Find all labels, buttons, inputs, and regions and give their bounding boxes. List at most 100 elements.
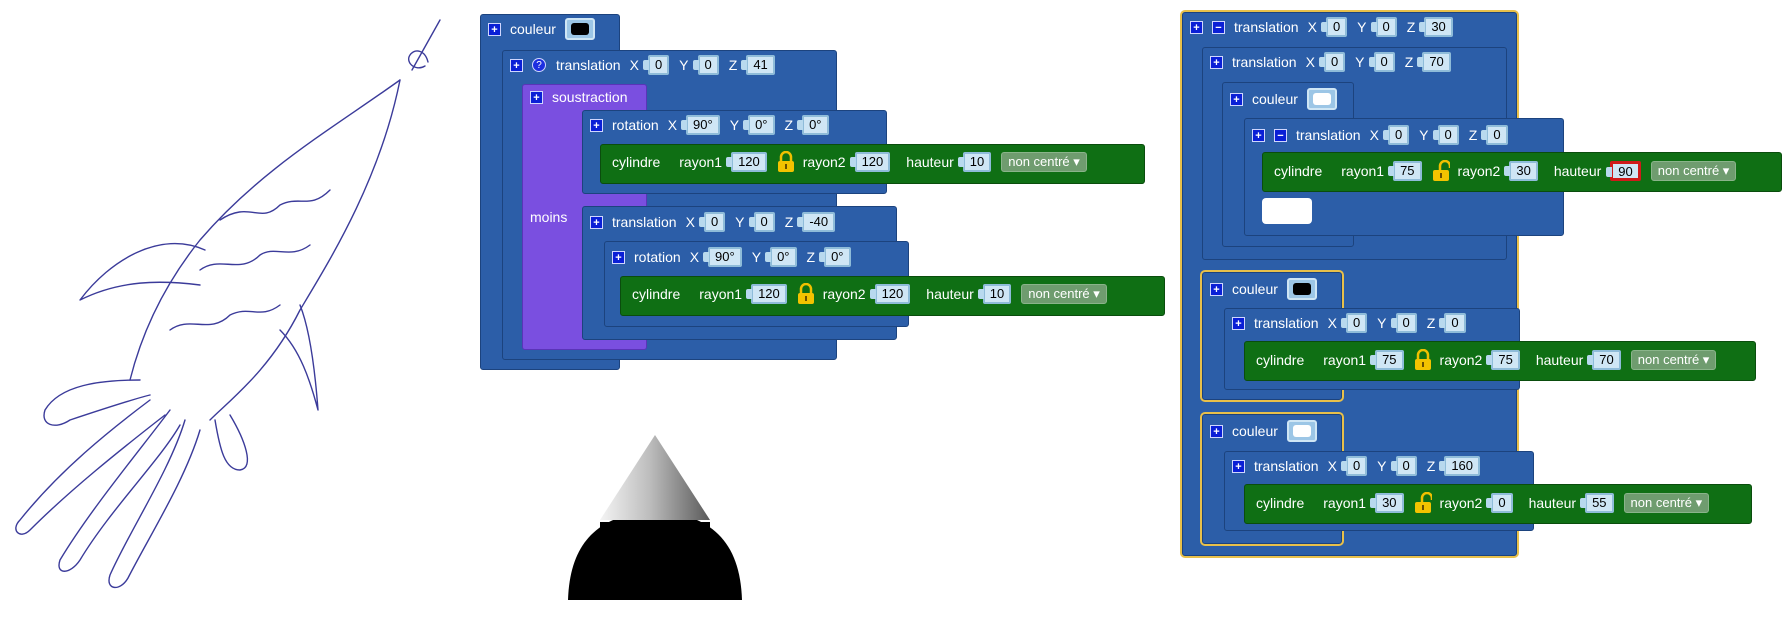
collapse-icon[interactable]: − [1274, 128, 1287, 142]
x-input[interactable]: 0 [1320, 17, 1348, 37]
hauteur-input[interactable]: 55 [1579, 493, 1614, 513]
z-input[interactable]: 0 [1481, 125, 1508, 145]
hauteur-input[interactable]: 70 [1587, 350, 1621, 370]
z-label: Z [1406, 19, 1416, 35]
y-input[interactable]: 0 [692, 55, 719, 75]
z-input[interactable]: 41 [741, 55, 775, 75]
translation-label: translation [556, 57, 621, 73]
expand-icon[interactable]: + [1252, 128, 1265, 142]
expand-icon[interactable]: + [530, 90, 543, 104]
color-picker[interactable] [564, 18, 595, 40]
x-label: X [685, 214, 695, 230]
centering-dropdown[interactable]: non centré ▾ [1001, 152, 1087, 172]
y-label: Y [1377, 458, 1387, 474]
hauteur-input[interactable]: 90 [1606, 161, 1641, 181]
color-swatch [1292, 425, 1311, 437]
expand-icon[interactable]: + [612, 250, 625, 264]
expand-icon[interactable]: + [1232, 316, 1245, 330]
rayon2-label: rayon2 [1439, 352, 1483, 368]
rayon1-input[interactable]: 30 [1369, 493, 1404, 513]
centering-dropdown[interactable]: non centré ▾ [1630, 350, 1717, 370]
expand-icon[interactable]: + [1230, 92, 1243, 106]
expand-icon[interactable]: + [590, 118, 603, 132]
z-label: Z [728, 57, 738, 73]
x-input[interactable]: 0 [1318, 52, 1346, 72]
y-input[interactable]: 0 [1370, 17, 1397, 37]
x-input[interactable]: 0 [1340, 313, 1368, 333]
expand-icon[interactable]: + [510, 58, 523, 72]
hauteur-label: hauteur [906, 154, 954, 170]
rayon2-label: rayon2 [1439, 495, 1483, 511]
x-input[interactable]: 0 [642, 55, 670, 75]
rayon1-input[interactable]: 120 [726, 152, 767, 172]
rayon2-input[interactable]: 30 [1504, 161, 1538, 181]
rayon1-label: rayon1 [1323, 352, 1367, 368]
rayon1-label: rayon1 [699, 286, 743, 302]
y-input[interactable]: 0° [764, 247, 797, 267]
rayon1-label: rayon1 [679, 154, 723, 170]
x-input[interactable]: 0 [698, 212, 726, 232]
centering-dropdown[interactable]: non centré ▾ [1623, 493, 1710, 513]
z-input[interactable]: 70 [1417, 52, 1451, 72]
rayon2-label: rayon2 [822, 286, 866, 302]
soustraction-label: soustraction [552, 89, 628, 105]
rayon2-input[interactable]: 120 [869, 284, 911, 304]
hauteur-label: hauteur [1553, 163, 1602, 179]
y-input[interactable]: 0° [742, 115, 775, 135]
rayon1-input[interactable]: 75 [1369, 350, 1404, 370]
y-input[interactable]: 0 [748, 212, 775, 232]
translation-label: translation [1254, 315, 1319, 331]
x-input[interactable]: 0 [1340, 456, 1368, 476]
expand-icon[interactable]: + [488, 22, 501, 36]
rayon2-input[interactable]: 120 [849, 152, 891, 172]
expand-icon[interactable]: + [1190, 20, 1203, 34]
y-input[interactable]: 0 [1368, 52, 1395, 72]
z-label: Z [1404, 54, 1414, 70]
y-input[interactable]: 0 [1390, 313, 1417, 333]
lock-closed-icon[interactable] [1414, 349, 1432, 371]
color-picker[interactable] [1306, 88, 1337, 110]
x-label: X [1369, 127, 1379, 143]
z-input[interactable]: 30 [1419, 17, 1453, 37]
cylindre-label: cylindre [1274, 163, 1323, 179]
z-input[interactable]: 160 [1439, 456, 1481, 476]
color-picker[interactable] [1286, 278, 1317, 300]
lock-closed-icon[interactable] [777, 151, 795, 173]
z-input[interactable]: -40 [797, 212, 836, 232]
rayon2-input[interactable]: 75 [1486, 350, 1520, 370]
expand-icon[interactable]: + [1210, 282, 1223, 296]
centering-dropdown[interactable]: non centré ▾ [1650, 161, 1737, 181]
centering-dropdown[interactable]: non centré ▾ [1021, 284, 1107, 304]
lock-open-icon[interactable] [1414, 492, 1432, 514]
collapse-icon[interactable]: − [1212, 20, 1225, 34]
cylindre-label: cylindre [612, 154, 661, 170]
hauteur-input[interactable]: 10 [977, 284, 1012, 304]
y-label: Y [1355, 54, 1365, 70]
y-label: Y [735, 214, 745, 230]
expand-icon[interactable]: + [590, 215, 603, 229]
x-input[interactable]: 90° [703, 247, 742, 267]
color-picker[interactable] [1286, 420, 1317, 442]
help-icon[interactable]: ? [532, 58, 546, 72]
lock-open-icon[interactable] [1432, 160, 1450, 182]
expand-icon[interactable]: + [1210, 424, 1223, 438]
rayon2-input[interactable]: 0 [1486, 493, 1513, 513]
x-input[interactable]: 0 [1382, 125, 1410, 145]
empty-statement-slot[interactable] [1262, 198, 1312, 224]
rayon1-input[interactable]: 120 [746, 284, 787, 304]
rayon1-input[interactable]: 75 [1387, 161, 1422, 181]
x-label: X [689, 249, 700, 265]
rayon2-label: rayon2 [802, 154, 846, 170]
z-label: Z [1426, 315, 1436, 331]
expand-icon[interactable]: + [1210, 55, 1223, 69]
hauteur-input[interactable]: 10 [957, 152, 992, 172]
lock-closed-icon[interactable] [797, 283, 815, 305]
x-input[interactable]: 90° [681, 115, 720, 135]
z-input[interactable]: 0 [1439, 313, 1466, 333]
z-input[interactable]: 0° [796, 115, 829, 135]
z-input[interactable]: 0° [818, 247, 851, 267]
z-label: Z [806, 249, 816, 265]
y-input[interactable]: 0 [1432, 125, 1459, 145]
y-input[interactable]: 0 [1390, 456, 1417, 476]
expand-icon[interactable]: + [1232, 459, 1245, 473]
